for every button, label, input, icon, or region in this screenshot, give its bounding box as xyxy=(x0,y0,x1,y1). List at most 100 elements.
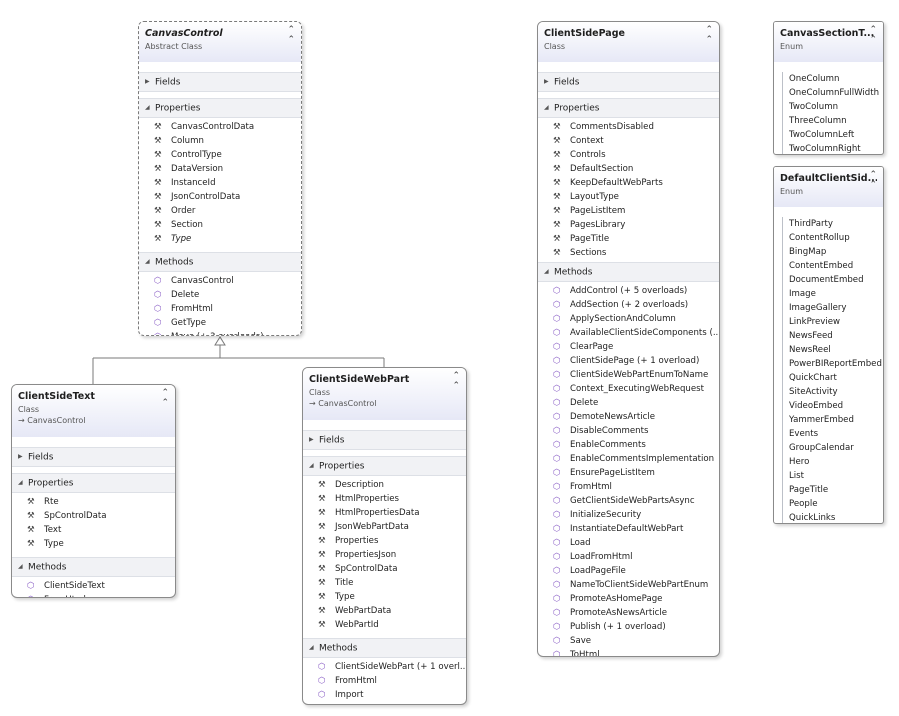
method-item[interactable]: ⬡EnableCommentsImplementation xyxy=(538,452,719,466)
property-item[interactable]: ⚒Context xyxy=(538,134,719,148)
method-item[interactable]: ⬡FromHtml xyxy=(12,593,175,597)
property-item[interactable]: ⚒Controls xyxy=(538,148,719,162)
method-item[interactable]: ⬡Load xyxy=(538,536,719,550)
method-item[interactable]: ⬡GetType xyxy=(139,316,301,330)
method-item[interactable]: ⬡Save xyxy=(538,634,719,648)
property-item[interactable]: ⚒Description xyxy=(303,478,466,492)
enum-value[interactable]: Events xyxy=(789,427,883,441)
property-item[interactable]: ⚒CommentsDisabled xyxy=(538,120,719,134)
method-item[interactable]: ⬡Import xyxy=(303,688,466,702)
property-item[interactable]: ⚒Column xyxy=(139,134,301,148)
method-item[interactable]: ⬡InitializeSecurity xyxy=(538,508,719,522)
method-item[interactable]: ⬡AvailableClientSideComponents (... xyxy=(538,326,719,340)
enum-value[interactable]: TwoColumnLeft xyxy=(789,128,883,142)
section-properties[interactable]: ◢Properties xyxy=(538,98,719,118)
property-item[interactable]: ⚒SpControlData xyxy=(12,509,175,523)
enum-value[interactable]: ContentRollup xyxy=(789,231,883,245)
property-item[interactable]: ⚒Rte xyxy=(12,495,175,509)
enum-value[interactable]: VideoEmbed xyxy=(789,399,883,413)
property-item[interactable]: ⚒PropertiesJson xyxy=(303,548,466,562)
section-fields[interactable]: ▶Fields xyxy=(139,72,301,92)
property-item[interactable]: ⚒SpControlData xyxy=(303,562,466,576)
property-item[interactable]: ⚒WebPartId xyxy=(303,618,466,632)
property-item[interactable]: ⚒Sections xyxy=(538,246,719,260)
property-item[interactable]: ⚒DefaultSection xyxy=(538,162,719,176)
method-item[interactable]: ⬡Context_ExecutingWebRequest xyxy=(538,382,719,396)
enum-value[interactable]: PageTitle xyxy=(789,483,883,497)
property-item[interactable]: ⚒JsonControlData xyxy=(139,190,301,204)
method-item[interactable]: ⬡ClientSidePage (+ 1 overload) xyxy=(538,354,719,368)
method-item[interactable]: ⬡LoadFromHtml xyxy=(538,550,719,564)
property-item[interactable]: ⚒Properties xyxy=(303,534,466,548)
enum-value[interactable]: YammerEmbed xyxy=(789,413,883,427)
collapse-icon[interactable]: ⌃⌃ xyxy=(869,170,877,190)
method-item[interactable]: ⬡CanvasControl xyxy=(139,274,301,288)
method-item[interactable]: ⬡Delete xyxy=(538,396,719,410)
property-item[interactable]: ⚒Title xyxy=(303,576,466,590)
method-item[interactable]: ⬡FromHtml xyxy=(139,302,301,316)
section-methods[interactable]: ◢Methods xyxy=(303,638,466,658)
enum-value[interactable]: QuickChart xyxy=(789,371,883,385)
enum-value[interactable]: GroupCalendar xyxy=(789,441,883,455)
enum-value[interactable]: ImageGallery xyxy=(789,301,883,315)
enum-value[interactable]: PowerBIReportEmbed xyxy=(789,357,883,371)
property-item[interactable]: ⚒InstanceId xyxy=(139,176,301,190)
method-item[interactable]: ⬡PromoteAsNewsArticle xyxy=(538,606,719,620)
method-item[interactable]: ⬡EnableComments xyxy=(538,438,719,452)
method-item[interactable]: ⬡ClientSideWebPartEnumToName xyxy=(538,368,719,382)
method-item[interactable]: ⬡SetPropertiesJson xyxy=(303,702,466,704)
method-item[interactable]: ⬡GetClientSideWebPartsAsync xyxy=(538,494,719,508)
property-item[interactable]: ⚒PageListItem xyxy=(538,204,719,218)
collapse-icon[interactable]: ⌃⌃ xyxy=(869,25,877,45)
method-item[interactable]: ⬡ApplySectionAndColumn xyxy=(538,312,719,326)
method-item[interactable]: ⬡AddSection (+ 2 overloads) xyxy=(538,298,719,312)
section-methods[interactable]: ◢Methods xyxy=(12,557,175,577)
property-item[interactable]: ⚒WebPartData xyxy=(303,604,466,618)
collapse-icon[interactable]: ⌃⌃ xyxy=(452,371,460,391)
method-item[interactable]: ⬡LoadPageFile xyxy=(538,564,719,578)
collapse-icon[interactable]: ⌃⌃ xyxy=(287,25,295,45)
enum-value[interactable]: Hero xyxy=(789,455,883,469)
property-item[interactable]: ⚒LayoutType xyxy=(538,190,719,204)
property-item[interactable]: ⚒Order xyxy=(139,204,301,218)
enum-value[interactable]: People xyxy=(789,497,883,511)
class-box-canvascontrol[interactable]: CanvasControl Abstract Class ⌃⌃ ▶Fields … xyxy=(138,21,302,336)
method-item[interactable]: ⬡NameToClientSideWebPartEnum xyxy=(538,578,719,592)
section-fields[interactable]: ▶Fields xyxy=(538,72,719,92)
enum-value[interactable]: OneColumn xyxy=(789,72,883,86)
property-item[interactable]: ⚒Text xyxy=(12,523,175,537)
method-item[interactable]: ⬡PromoteAsHomePage xyxy=(538,592,719,606)
class-box-clientsidetext[interactable]: ClientSideText Class → CanvasControl ⌃⌃ … xyxy=(11,384,176,598)
property-item[interactable]: ⚒ControlType xyxy=(139,148,301,162)
method-item[interactable]: ⬡ClientSideText xyxy=(12,579,175,593)
property-item[interactable]: ⚒Section xyxy=(139,218,301,232)
section-properties[interactable]: ◢Properties xyxy=(303,456,466,476)
enum-value[interactable]: LinkPreview xyxy=(789,315,883,329)
enum-value[interactable]: OneColumnFullWidth xyxy=(789,86,883,100)
property-item[interactable]: ⚒HtmlProperties xyxy=(303,492,466,506)
enum-value[interactable]: SiteActivity xyxy=(789,385,883,399)
method-item[interactable]: ⬡EnsurePageListItem xyxy=(538,466,719,480)
property-item[interactable]: ⚒Type xyxy=(303,590,466,604)
method-item[interactable]: ⬡ClearPage xyxy=(538,340,719,354)
method-item[interactable]: ⬡AddControl (+ 5 overloads) xyxy=(538,284,719,298)
enum-value[interactable]: DocumentEmbed xyxy=(789,273,883,287)
enum-value[interactable]: NewsReel xyxy=(789,343,883,357)
section-properties[interactable]: ◢Properties xyxy=(12,473,175,493)
enum-value[interactable]: NewsFeed xyxy=(789,329,883,343)
section-fields[interactable]: ▶Fields xyxy=(303,430,466,450)
property-item[interactable]: ⚒DataVersion xyxy=(139,162,301,176)
class-box-clientsidewebpart[interactable]: ClientSideWebPart Class → CanvasControl … xyxy=(302,367,467,705)
method-item[interactable]: ⬡ToHtml xyxy=(538,648,719,656)
enum-value[interactable]: List xyxy=(789,469,883,483)
section-properties[interactable]: ◢Properties xyxy=(139,98,301,118)
enum-value[interactable]: ContentEmbed xyxy=(789,259,883,273)
method-item[interactable]: ⬡Publish (+ 1 overload) xyxy=(538,620,719,634)
enum-value[interactable]: QuickLinks xyxy=(789,511,883,523)
enum-value[interactable]: TwoColumnRight xyxy=(789,142,883,154)
section-fields[interactable]: ▶Fields xyxy=(12,447,175,467)
property-item[interactable]: ⚒Type xyxy=(12,537,175,551)
method-item[interactable]: ⬡ClientSideWebPart (+ 1 overl... xyxy=(303,660,466,674)
property-item[interactable]: ⚒Type xyxy=(139,232,301,246)
